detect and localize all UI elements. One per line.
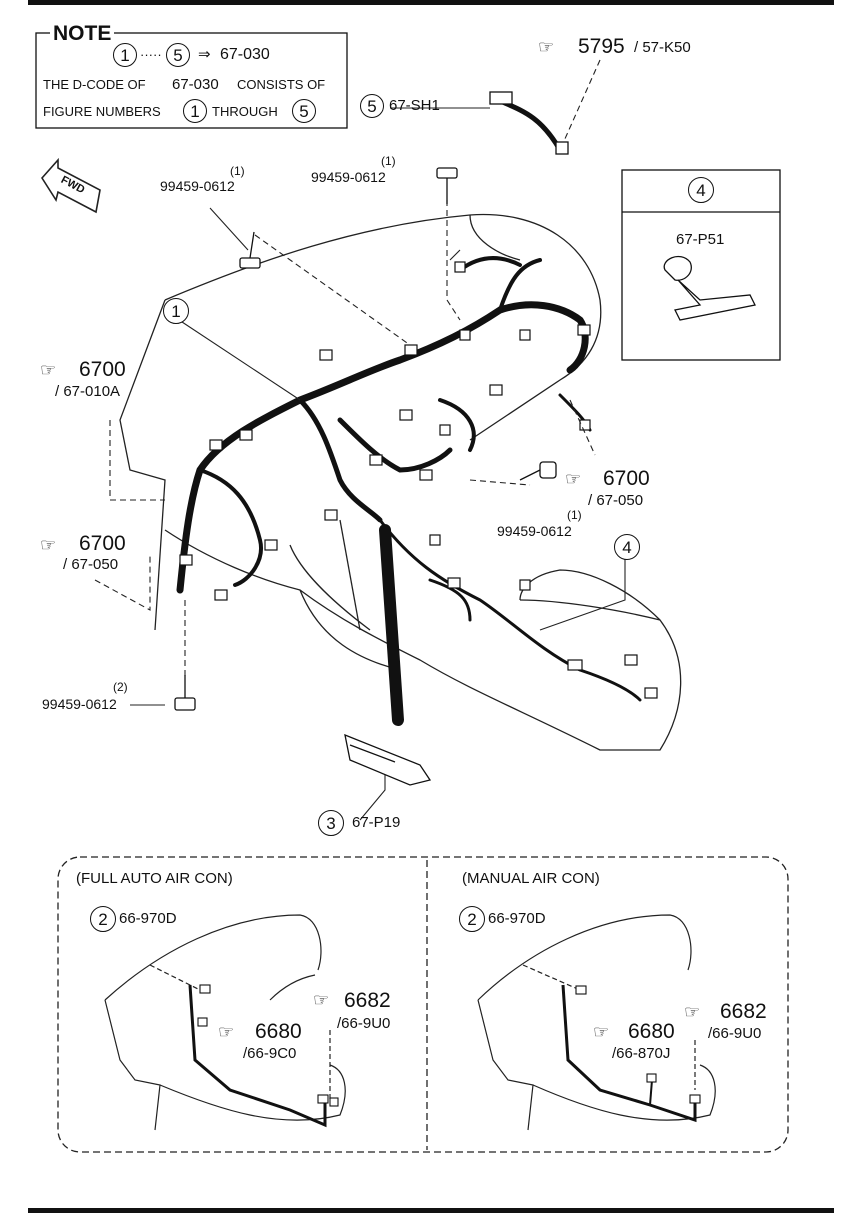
ref-5795-sub: / 57-K50 [634,39,691,56]
harness-floor-strip [379,524,404,726]
part5-label[interactable]: 67-SH1 [389,97,440,114]
note-range-from: 1 [113,43,137,67]
bolt-2-qty: (1) [381,154,396,168]
part4-circle: 4 [688,177,714,203]
pointing-hand-icon: ☞ [565,469,582,489]
bolt-4-qty: (2) [113,680,128,694]
dashboard-top-outline [164,213,602,441]
ref-6700-a-num[interactable]: 6700 [79,358,126,381]
ref-6700-c-num[interactable]: 6700 [603,467,650,490]
note-line3-n2: 5 [292,99,316,123]
bolt-icons [174,167,557,711]
note-title: NOTE [50,23,115,44]
bolt-1-code[interactable]: 99459-0612 [160,178,235,194]
right-ref-a-sub: /66-9U0 [708,1025,762,1042]
pointing-hand-icon: ☞ [538,37,555,57]
note-range-to: 5 [166,43,190,67]
pointing-hand-icon: ☞ [218,1022,235,1042]
ref-5795-num[interactable]: 5795 [578,35,625,58]
ref-6700-a-sub: / 67-010A [55,383,121,400]
bolt-4-code[interactable]: 99459-0612 [42,696,117,712]
pointing-hand-icon: ☞ [313,990,330,1010]
part3-bracket [344,733,432,786]
right-variant-part-label[interactable]: 66-970D [488,910,546,927]
part1-circle: 1 [163,298,189,324]
harness-main [176,301,589,594]
note-box [35,32,348,129]
fwd-arrow [41,157,101,214]
note-line2-b: CONSISTS OF [237,77,326,92]
ref-6700-b-num[interactable]: 6700 [79,532,126,555]
left-ref-b-sub: /66-9C0 [243,1045,297,1062]
left-ref-a-sub: /66-9U0 [337,1015,391,1032]
left-variant-part-circle: 2 [90,906,116,932]
left-ref-a-num[interactable]: 6682 [344,989,391,1012]
right-variant-part-circle: 2 [459,906,485,932]
left-ref-b-num[interactable]: 6680 [255,1020,302,1043]
part4-callout-circle: 4 [614,534,640,560]
bottom-bar [28,1208,834,1213]
left-variant-title: (FULL AUTO AIR CON) [76,870,233,887]
right-ref-b-sub: /66-870J [612,1045,671,1062]
part4-box [621,169,781,361]
part4-label[interactable]: 67-P51 [676,231,725,248]
pointing-hand-icon: ☞ [684,1002,701,1022]
note-arrow: ⇒ [198,46,211,63]
bolt-3-code[interactable]: 99459-0612 [497,523,572,539]
note-code: 67-030 [220,46,270,63]
dashboard-front-edge [119,299,166,631]
pointing-hand-icon: ☞ [593,1022,610,1042]
note-line3-mid: THROUGH [212,104,278,119]
note-line3-n1: 1 [183,99,207,123]
top-bar [28,0,834,5]
part5-circle: 5 [360,94,384,118]
right-ref-b-num[interactable]: 6680 [628,1020,675,1043]
note-line2-a: THE D-CODE OF [43,77,146,92]
bolt-1-qty: (1) [230,164,245,178]
left-variant-harness [188,984,327,1128]
note-range-sep: ····· [140,47,162,62]
part3-label[interactable]: 67-P19 [352,814,401,831]
note-line3-a: FIGURE NUMBERS [43,104,161,119]
pointing-hand-icon: ☞ [40,360,57,380]
right-variant-title: (MANUAL AIR CON) [462,870,600,887]
bolt-2-code[interactable]: 99459-0612 [311,169,386,185]
part4-clip [663,255,692,281]
part3-circle: 3 [318,810,344,836]
right-variant-harness [561,984,697,1123]
note-line2-code: 67-030 [172,76,219,93]
dashboard-lower-body [164,529,682,751]
pointing-hand-icon: ☞ [40,535,57,555]
ref-6700-c-sub: / 67-050 [588,492,644,509]
bolt-3-qty: (1) [567,508,582,522]
right-ref-a-num[interactable]: 6682 [720,1000,767,1023]
variant-panel-outline [57,856,789,1153]
ref-6700-b-sub: / 67-050 [63,556,119,573]
left-variant-part-label[interactable]: 66-970D [119,910,177,927]
